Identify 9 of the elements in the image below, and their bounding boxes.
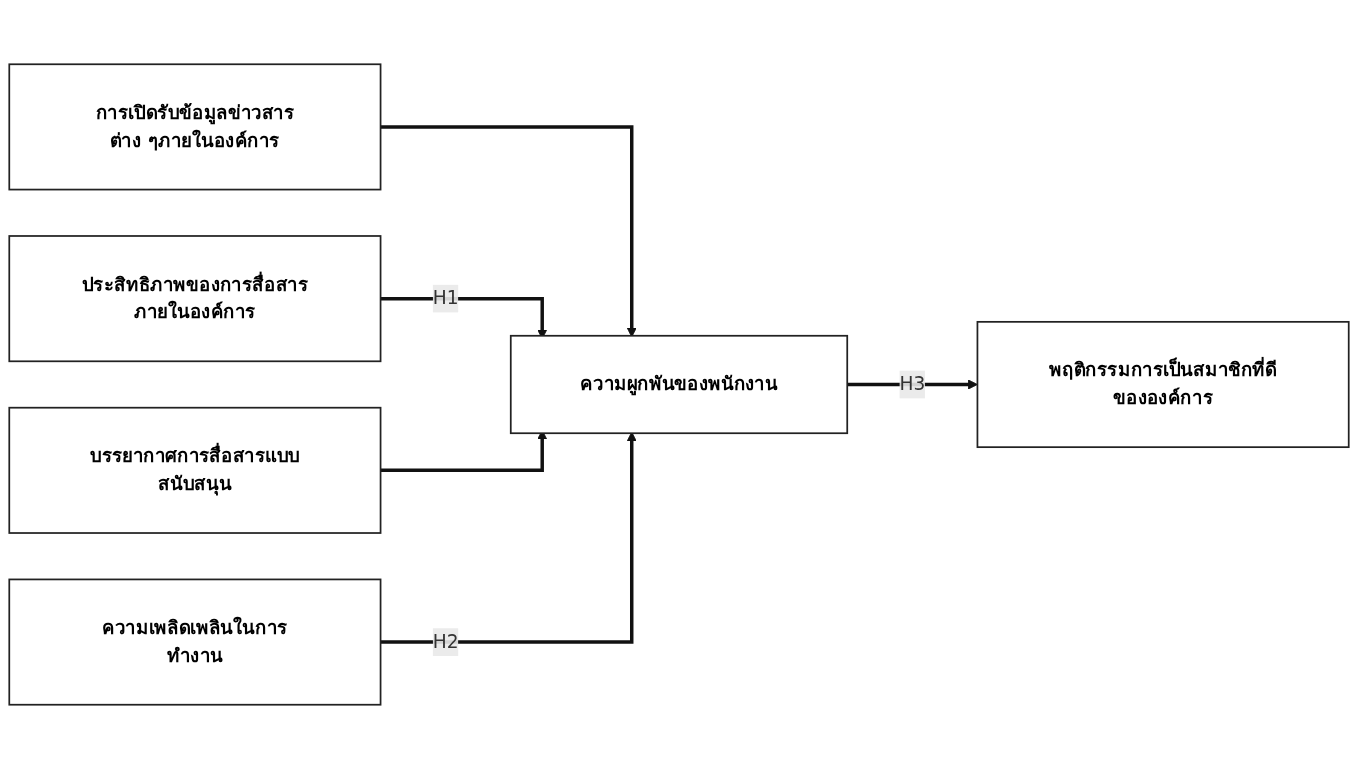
node-box: บรรยากาศการสื่อสารแบบสนับสนุน [8, 406, 382, 534]
node-box: การเปิดรับข้อมูลข่าวสารต่าง ๆภายในองค์การ [8, 63, 382, 191]
node-box: ประสิทธิภาพของการสื่อสารภายในองค์การ [8, 235, 382, 363]
edge-label: H3 [899, 372, 926, 395]
node-box: ความผูกพันของพนักงาน [509, 334, 849, 435]
node-box: พฤติกรรมการเป็นสมาชิกที่ดีขององค์การ [976, 321, 1350, 448]
node-box: ความเพลิดเพลินในการทำงาน [8, 578, 382, 706]
edge-label: H2 [432, 630, 459, 653]
edge-label: H1 [432, 287, 459, 310]
